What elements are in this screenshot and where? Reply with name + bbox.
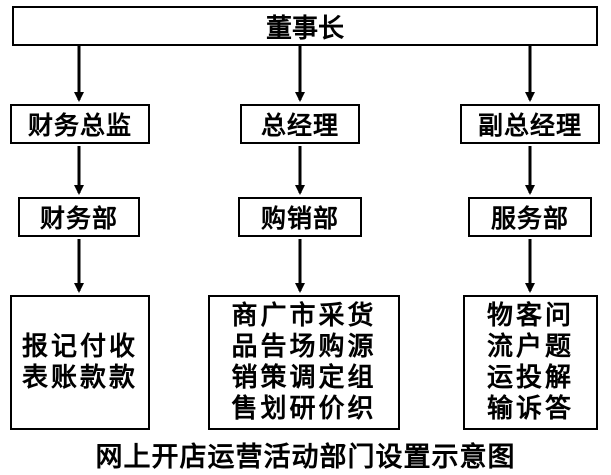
finance-duties-box: 报记付收 表账款款 bbox=[10, 295, 150, 430]
cfo-label: 财务总监 bbox=[27, 111, 132, 140]
finance-dept-box: 财务部 bbox=[18, 197, 140, 237]
sales-duty-line: 品告场购源 bbox=[231, 331, 377, 362]
gm-label: 总经理 bbox=[260, 111, 339, 140]
service-duties-box: 物客问 流户题 运投解 输诉答 bbox=[463, 295, 598, 430]
cfo-box: 财务总监 bbox=[10, 104, 150, 144]
sales-duties-box: 商广市采货 品告场购源 销策调定组 售划研价织 bbox=[208, 295, 400, 430]
chairman-label: 董事长 bbox=[265, 13, 344, 44]
sales-duty-line: 销策调定组 bbox=[231, 362, 377, 393]
sales-dept-label: 购销部 bbox=[260, 204, 339, 233]
chairman-box: 董事长 bbox=[12, 6, 598, 46]
sales-duty-line: 售划研价织 bbox=[231, 393, 377, 424]
vgm-box: 副总经理 bbox=[460, 104, 600, 144]
sales-duty-line: 商广市采货 bbox=[231, 300, 377, 331]
sales-dept-box: 购销部 bbox=[238, 197, 362, 237]
service-duty-line: 物客问 bbox=[486, 300, 574, 331]
service-duty-line: 输诉答 bbox=[486, 393, 574, 424]
diagram-caption: 网上开店运营活动部门设置示意图 bbox=[95, 441, 516, 473]
service-dept-box: 服务部 bbox=[468, 197, 592, 237]
vgm-label: 副总经理 bbox=[477, 111, 582, 140]
finance-dept-label: 财务部 bbox=[39, 204, 118, 233]
gm-box: 总经理 bbox=[240, 104, 360, 144]
finance-duty-line: 报记付收 bbox=[21, 331, 138, 362]
service-duty-line: 运投解 bbox=[486, 362, 574, 393]
finance-duty-line: 表账款款 bbox=[21, 362, 138, 393]
service-duty-line: 流户题 bbox=[486, 331, 574, 362]
service-dept-label: 服务部 bbox=[490, 204, 569, 233]
